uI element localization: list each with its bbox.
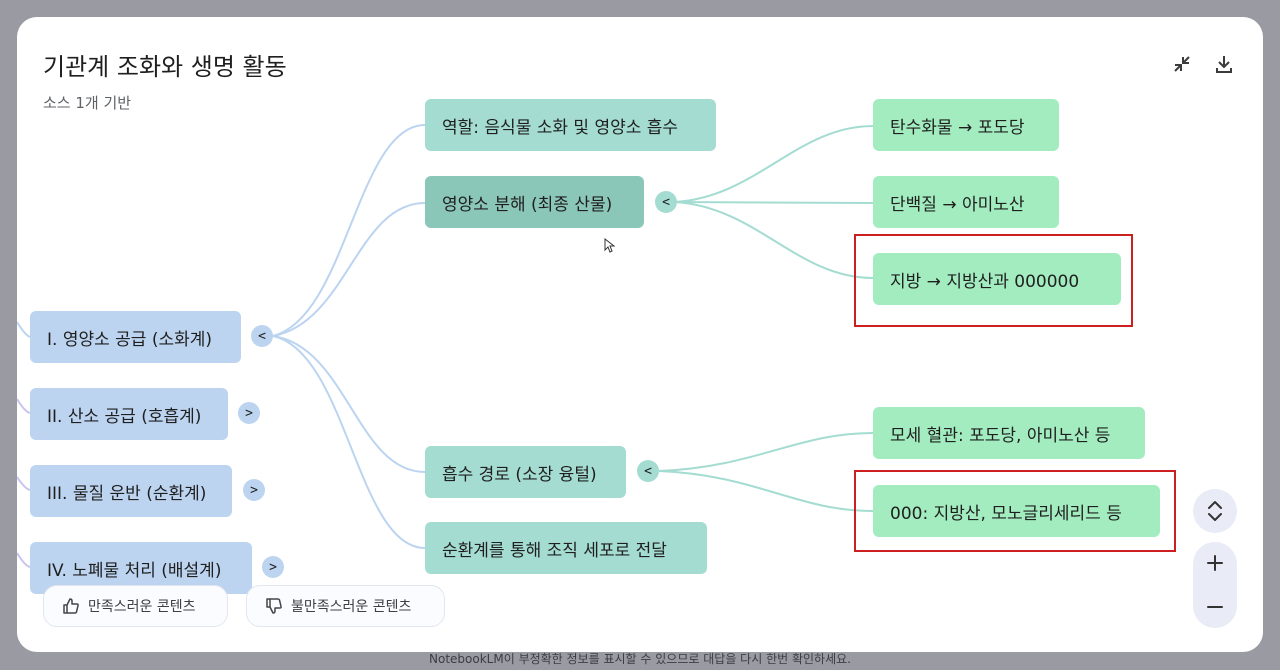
node-lacteal[interactable]: 000: 지방산, 모노글리세리드 등 [873,485,1160,537]
collapse-button[interactable] [1165,47,1199,81]
like-label: 만족스러운 콘텐츠 [88,599,196,615]
connector-root-2 [17,398,31,414]
download-button[interactable] [1207,47,1241,81]
connector-l2-3 [272,335,426,473]
thumbs-down-icon [266,598,282,614]
connector-l3-5 [658,470,874,512]
node-label: 지방 → 지방산과 000000 [890,271,1080,292]
connector-l2-4 [272,335,426,549]
zoom-in-button[interactable] [1193,542,1237,584]
plus-icon [1207,555,1223,571]
node-carbohydrate[interactable]: 탄수화물 → 포도당 [873,99,1059,151]
collapse-toggle-breakdown[interactable]: < [655,191,677,213]
node-label: 순환계를 통해 조직 세포로 전달 [442,540,667,561]
source-count: 소스 1개 기반 [43,94,132,112]
mindmap-connectors [17,124,874,568]
root-node-circulatory[interactable]: III. 물질 운반 (순환계) [30,465,232,517]
node-label: 모세 혈관: 포도당, 아미노산 등 [890,425,1111,446]
root-node-respiratory[interactable]: II. 산소 공급 (호흡계) [30,388,228,440]
thumbs-up-icon [63,598,79,614]
node-circulation-delivery[interactable]: 순환계를 통해 조직 세포로 전달 [425,522,707,574]
root-node-digestive[interactable]: I. 영양소 공급 (소화계) [30,311,241,363]
expand-all-button[interactable] [1193,489,1237,533]
mouse-cursor-icon [604,238,616,253]
connector-l2-2 [272,202,426,337]
download-icon [1216,56,1232,73]
connector-l3-1 [674,125,874,203]
node-absorption-path[interactable]: 흡수 경로 (소장 융털) [425,446,626,498]
node-label: 탄수화물 → 포도당 [890,117,1025,138]
node-label: III. 물질 운반 (순환계) [47,483,207,504]
node-nutrient-breakdown[interactable]: 영양소 분해 (최종 산물) [425,176,644,228]
node-fat[interactable]: 지방 → 지방산과 000000 [873,253,1121,305]
dislike-label: 불만족스러운 콘텐츠 [291,599,412,615]
connector-root-3 [17,476,31,491]
zoom-controls [1193,542,1237,628]
collapse-icon [1174,56,1190,72]
like-button[interactable]: 만족스러운 콘텐츠 [43,585,228,627]
node-label: IV. 노폐물 처리 (배설계) [47,560,222,581]
page-title: 기관계 조화와 생명 활동 [43,53,287,81]
footer-disclaimer: NotebookLM이 부정확한 정보를 표시할 수 있으므로 대답을 다시 한… [429,652,851,666]
connector-l2-1 [272,124,426,337]
node-label: 영양소 분해 (최종 산물) [442,194,613,215]
expand-toggle-excretory[interactable]: > [262,556,284,578]
dislike-button[interactable]: 불만족스러운 콘텐츠 [246,585,445,627]
node-label: 000: 지방산, 모노글리세리드 등 [890,503,1122,524]
expand-toggle-respiratory[interactable]: > [238,402,260,424]
connector-l3-3 [674,201,874,279]
node-role[interactable]: 역할: 음식물 소화 및 영양소 흡수 [425,99,716,151]
node-label: 역할: 음식물 소화 및 영양소 흡수 [442,117,679,138]
collapse-toggle-digestive[interactable]: < [251,325,273,347]
unfold-icon [1208,501,1222,521]
node-label: 단백질 → 아미노산 [890,194,1025,215]
node-label: 흡수 경로 (소장 융털) [442,464,597,485]
node-capillary[interactable]: 모세 혈관: 포도당, 아미노산 등 [873,407,1145,459]
node-label: I. 영양소 공급 (소화계) [47,329,213,350]
zoom-out-button[interactable] [1193,586,1237,628]
minus-icon [1207,606,1223,608]
collapse-toggle-absorption[interactable]: < [637,460,659,482]
connector-l3-4 [658,432,874,472]
mindmap-dialog: 기관계 조화와 생명 활동 소스 1개 기반 [17,17,1263,652]
connector-root-1 [17,321,31,338]
node-protein[interactable]: 단백질 → 아미노산 [873,176,1059,228]
connector-l3-2 [674,201,874,204]
connector-root-4 [17,552,31,568]
expand-toggle-circulatory[interactable]: > [243,479,265,501]
node-label: II. 산소 공급 (호흡계) [47,406,202,427]
